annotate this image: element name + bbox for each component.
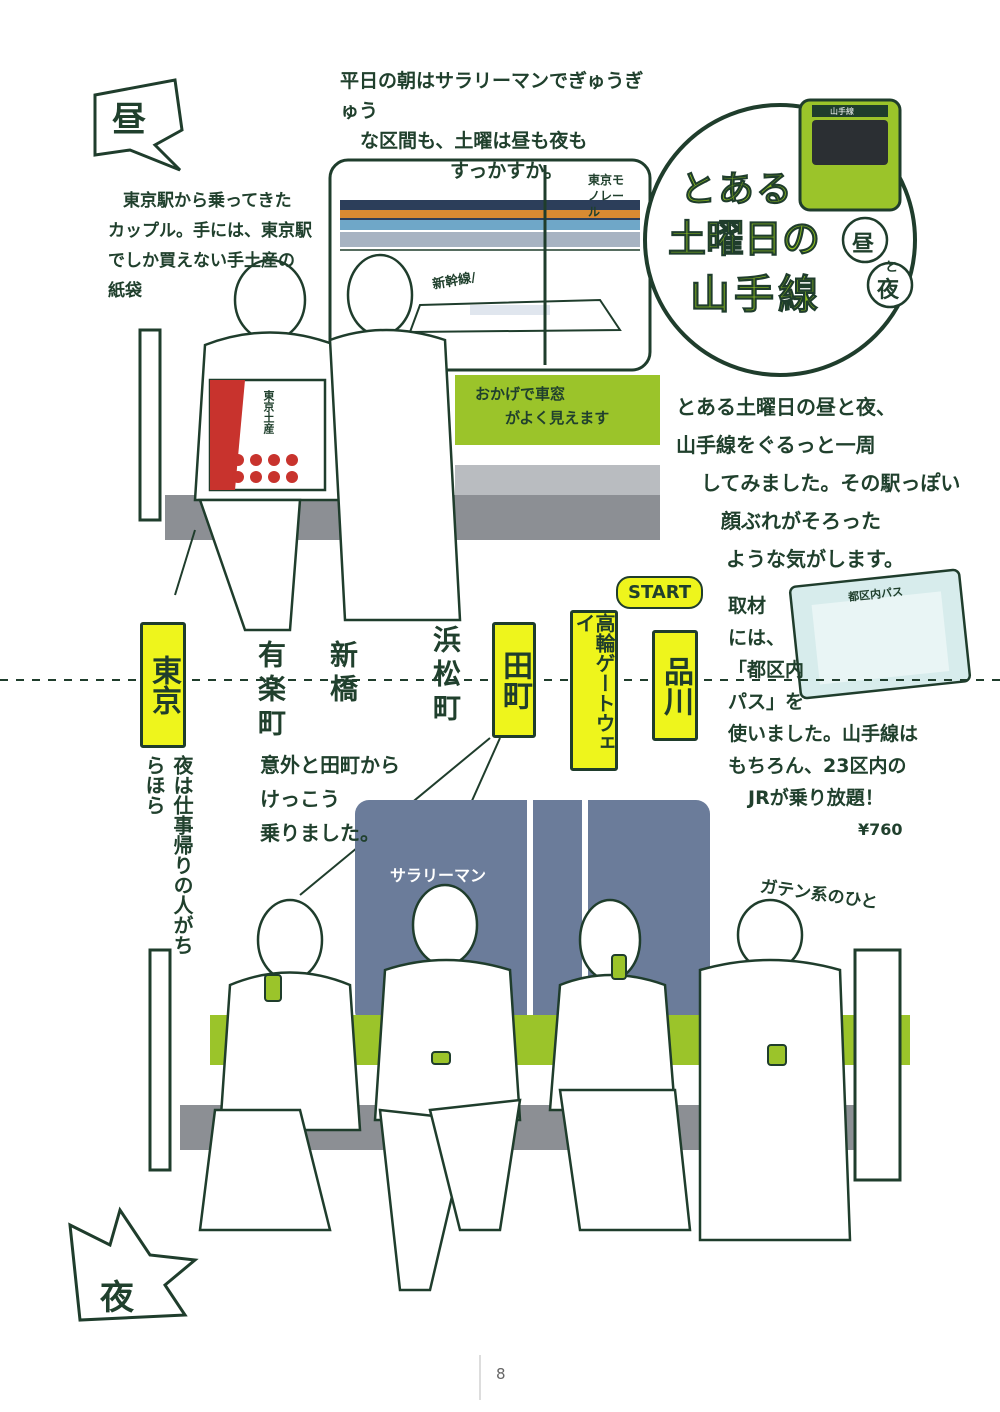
station-yurakucho: 有楽町 (254, 640, 287, 742)
station-hamamatsucho: 浜松町 (429, 625, 462, 727)
station-sign-takanawa: 高輪ゲートウェイ (570, 610, 618, 771)
night-passenger-figures (198, 883, 852, 1292)
page-number: 8 (496, 1365, 506, 1383)
top-caption: 平日の朝はサラリーマンでぎゅうぎゅう な区間も、土曜は昼も夜も すっかすか。 (340, 70, 644, 182)
day-label: 昼 (112, 100, 146, 140)
start-label: START (616, 576, 704, 609)
title-line2: 土曜日の (667, 217, 821, 262)
station-sign-shinagawa: 品川 (652, 630, 698, 741)
day-train-window (328, 158, 652, 372)
title-line1: とある (679, 169, 795, 211)
title-sub-and: と (885, 260, 899, 275)
station-sign-tamachi: 田町 (492, 622, 536, 738)
title-line3: 山手線 (690, 272, 822, 319)
souvenir-bag (208, 378, 327, 492)
monorail-label: 東京モノレール (588, 173, 625, 219)
station-sign-tokyo: 東京 (140, 622, 186, 748)
night-corner-bubble (68, 1206, 199, 1322)
night-label: 夜 (100, 1278, 134, 1318)
pass-text: 取材 には、 「都区内 パス」を 使いました。山手線は もちろん、23区内の J… (728, 595, 919, 839)
pass-card (788, 568, 972, 700)
seat-banner: おかげで車窓 がよく見えます (475, 385, 610, 427)
title-badge (643, 98, 917, 377)
train-destination-sign: 山手線 (830, 107, 854, 116)
night-caption: 夜は仕事帰りの人がちらほら (142, 755, 194, 955)
salaryman-label: サラリーマン (390, 866, 487, 885)
intro-text: とある土曜日の昼と夜、 山手線をぐるっと一周 してみました。その駅っぽい 顔ぶれ… (676, 395, 961, 571)
day-corner-bubble (93, 78, 184, 172)
bag-label: 東京土産 (262, 390, 275, 434)
title-sub-night: 夜 (877, 278, 900, 303)
couple-caption: 東京駅から乗ってきた カップル。手には、東京駅 でしか買えない手土産の 紙袋 (108, 191, 312, 301)
day-seat-back (455, 375, 660, 445)
title-sub-day: 昼 (852, 232, 875, 257)
tamachi-caption: 意外と田町から けっこう 乗りました。 (260, 753, 400, 845)
station-shimbashi: 新橋 (326, 640, 359, 708)
